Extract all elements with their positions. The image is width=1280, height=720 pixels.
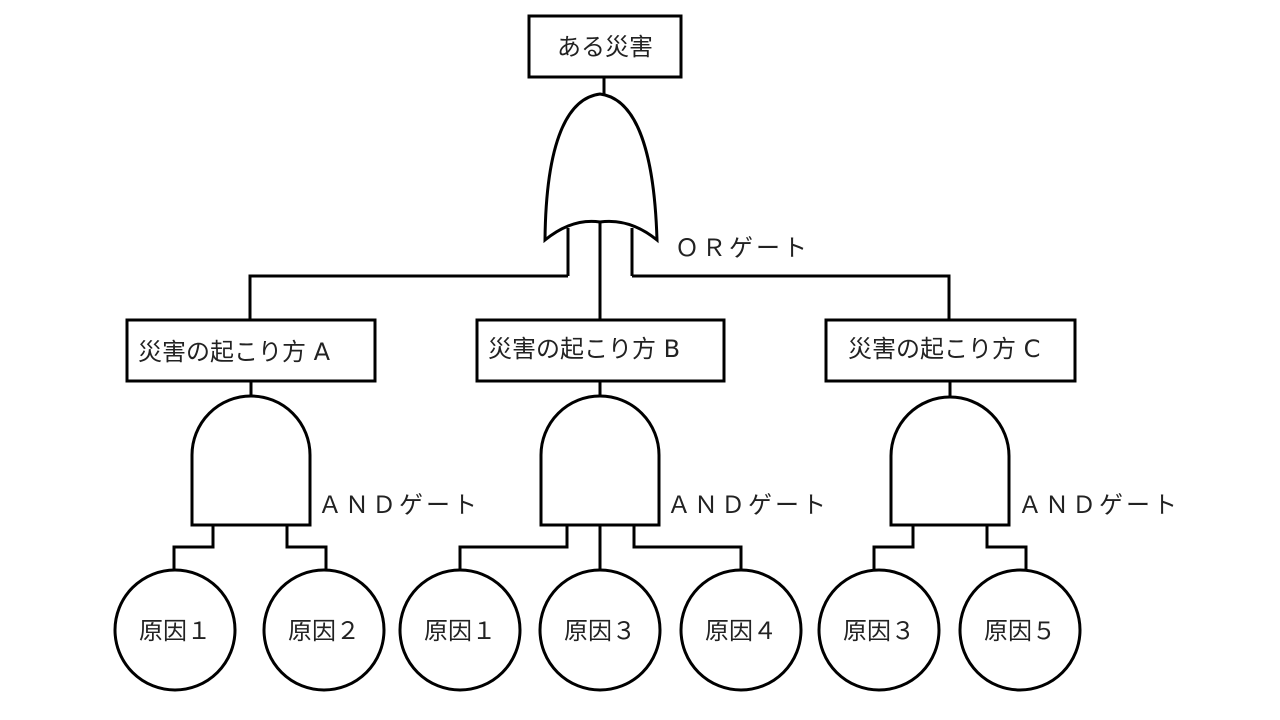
basic-event-a-1 [113,568,237,692]
top-event: ある災害 [527,14,683,95]
basic-event-label-b-2: 原因３ [564,617,636,645]
connector-or-to-c [632,274,951,320]
basic-event-b-2 [538,568,662,692]
and-gate-a [190,394,312,527]
connector-c-cause-2 [985,525,1028,570]
basic-event-c-1 [817,568,941,692]
and-gate-b [539,394,661,527]
basic-event-b-1 [398,568,522,692]
basic-event-b-3 [679,568,803,692]
and-gate-label-b: ＡＮＤゲート [667,491,829,519]
basic-event-label-b-3: 原因４ [705,617,777,645]
or-gate-symbol [543,92,659,244]
intermediate-event-label-a: 災害の起こり方 A [138,338,331,366]
branch-a: 災害の起こり方 A ＡＮＤゲート 原因１ 原因２ [113,318,480,692]
basic-event-label-a-1: 原因１ [139,617,211,645]
basic-event-a-2 [262,568,386,692]
top-event-label: ある災害 [557,33,653,61]
connector-a-cause-1 [172,525,215,570]
and-gate-c [889,395,1011,527]
intermediate-event-label-c: 災害の起こり方 C [848,335,1040,363]
basic-event-c-2 [958,568,1082,692]
or-gate-label: ＯＲゲート [675,234,810,262]
intermediate-event-box-c [824,318,1077,383]
basic-event-label-b-1: 原因１ [424,617,496,645]
basic-event-label-c-1: 原因３ [843,617,915,645]
top-event-box [527,14,683,79]
connector-a-cause-2 [285,525,328,570]
connector-b-cause-1 [458,525,569,570]
and-gate-label-a: ＡＮＤゲート [318,491,480,519]
branch-c: 災害の起こり方 C ＡＮＤゲート 原因３ 原因５ [817,318,1180,692]
branch-b: 災害の起こり方 B ＡＮＤゲート 原因１ 原因３ 原因４ [398,318,829,692]
connector-b-cause-3 [632,525,743,570]
basic-event-label-a-2: 原因２ [288,617,360,645]
basic-event-label-c-2: 原因５ [984,617,1056,645]
intermediate-event-label-b: 災害の起こり方 B [488,335,680,363]
intermediate-event-box-b [475,318,726,383]
connector-or-to-a [248,274,568,320]
connector-c-cause-1 [872,525,915,570]
and-gate-label-c: ＡＮＤゲート [1018,491,1180,519]
or-gate: ＯＲゲート [248,92,951,320]
